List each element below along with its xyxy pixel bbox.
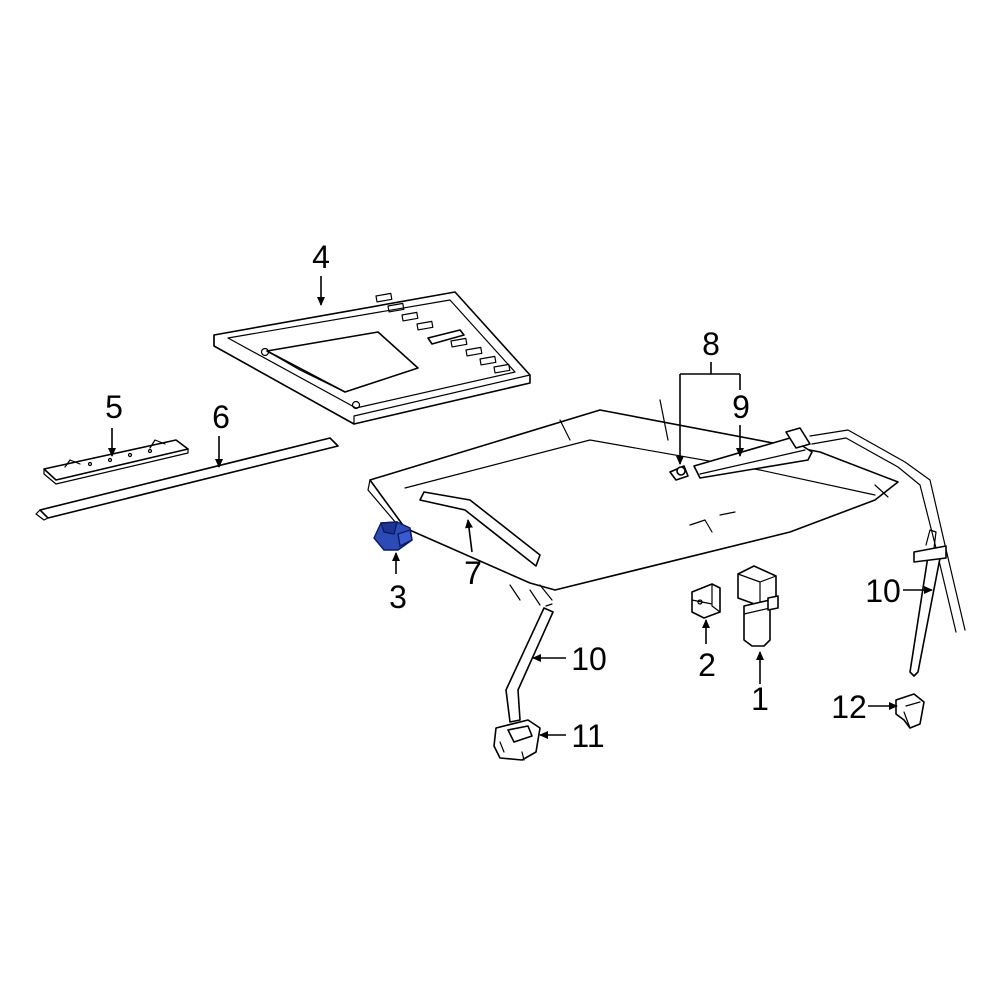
leader-8-bracket — [680, 362, 740, 375]
callout-11: 11 — [571, 718, 604, 754]
drain-hose-right[interactable] — [909, 529, 947, 677]
callout-6: 6 — [212, 399, 230, 435]
relay-cap[interactable] — [691, 583, 721, 619]
washer-nozzle[interactable] — [669, 465, 689, 481]
hose-clip-right[interactable] — [895, 693, 925, 729]
sunroof-glass-panel[interactable] — [213, 291, 531, 425]
roof-rail[interactable] — [419, 491, 541, 567]
rail-bracket[interactable] — [43, 439, 189, 485]
weatherstrip[interactable] — [35, 437, 339, 521]
leader-lines — [108, 276, 933, 739]
callout-10-left: 10 — [571, 641, 607, 677]
hose-clip-left[interactable] — [493, 719, 541, 761]
drain-hose-left[interactable] — [505, 603, 554, 723]
leader-7 — [465, 519, 473, 553]
callout-9: 9 — [732, 389, 750, 425]
callout-12: 12 — [831, 689, 867, 725]
callout-10-right: 10 — [865, 573, 901, 609]
callout-8: 8 — [702, 326, 720, 362]
callout-5: 5 — [105, 389, 123, 425]
callout-1: 1 — [751, 681, 769, 717]
motor-bracket-highlighted[interactable] — [373, 521, 413, 551]
callout-7: 7 — [464, 555, 482, 591]
drain-channel[interactable] — [693, 427, 813, 479]
callout-4: 4 — [312, 239, 330, 275]
sunroof-motor[interactable] — [737, 565, 779, 647]
callout-labels: 1 2 3 4 5 6 7 8 9 10 10 11 12 — [105, 239, 901, 754]
callout-2: 2 — [698, 647, 716, 683]
callout-3: 3 — [389, 579, 407, 615]
